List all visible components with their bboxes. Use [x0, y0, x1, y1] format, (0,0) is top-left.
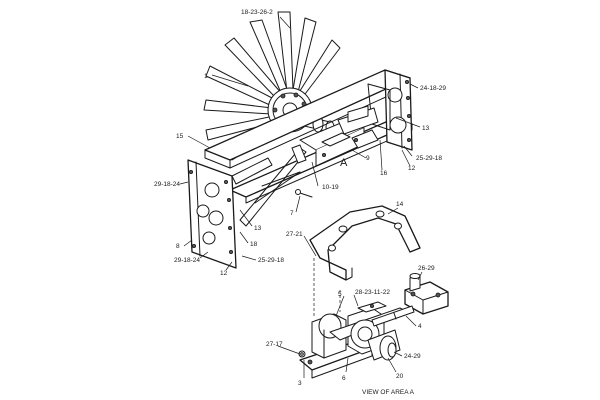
label-area-a: A [340, 157, 348, 169]
label-27-21: 27-21 [286, 231, 303, 238]
view-caption: VIEW OF AREA A [362, 389, 415, 396]
label-6: 6 [342, 375, 346, 382]
label-fan-kit: 18-23-26-2 [241, 9, 273, 16]
label-20: 20 [396, 373, 404, 380]
bolt-part-7 [295, 189, 313, 198]
support-frame [187, 69, 413, 269]
label-3: 3 [298, 380, 302, 387]
left-end-plate [187, 159, 237, 269]
label-29-18-24-left: 29-18-24 [154, 181, 180, 188]
label-8: 8 [176, 243, 180, 250]
label-24-29: 24-29 [404, 353, 421, 360]
label-25-29-18-left: 25-29-18 [258, 257, 284, 264]
belt-guard [309, 205, 421, 281]
callout-leaders [179, 16, 423, 378]
label-13-right: 13 [422, 125, 430, 132]
label-12-right: 12 [408, 165, 416, 172]
label-4: 4 [418, 323, 422, 330]
label-26-29: 26-29 [418, 265, 435, 272]
label-12-left: 12 [220, 270, 228, 277]
label-10-19: 10-19 [322, 184, 339, 191]
adjuster-rod-assembly [371, 273, 449, 327]
center-bracket [291, 105, 379, 167]
label-fan: 1 [204, 73, 208, 80]
label-28-23-11-22: 28-23-11-22 [355, 289, 390, 296]
label-14: 14 [396, 201, 404, 208]
label-9: 9 [366, 155, 370, 162]
label-25-29-18-right: 25-29-18 [416, 155, 442, 162]
label-27-17: 27-17 [266, 341, 283, 348]
right-end-plate [367, 69, 413, 151]
label-24-18-29: 24-18-29 [420, 85, 446, 92]
callout-labels: 18-23-26-2 1 24-18-29 13 15 A 9 16 25-29… [154, 9, 446, 396]
label-18: 18 [250, 241, 258, 248]
label-16: 16 [380, 170, 388, 177]
label-29-18-24-bottom: 29-18-24 [174, 257, 200, 264]
label-7: 7 [290, 210, 294, 217]
label-13-left: 13 [254, 225, 262, 232]
label-15: 15 [176, 133, 184, 140]
label-5: 5 [338, 291, 342, 298]
